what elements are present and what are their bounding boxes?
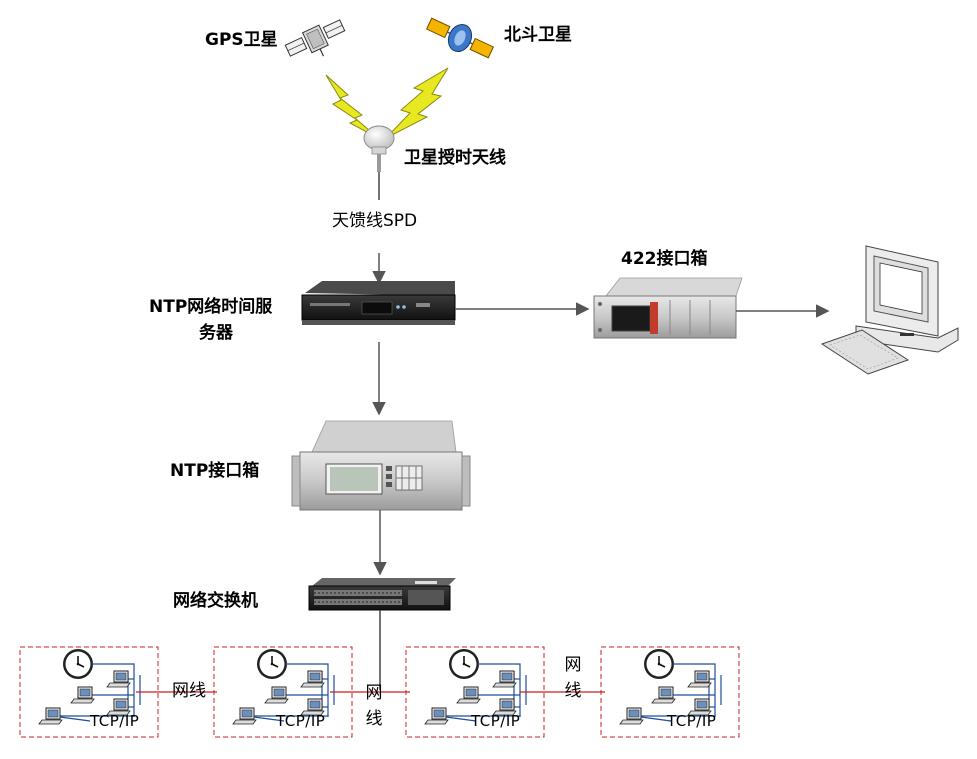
wall-clock-icon [448,648,480,680]
feeder-spd-label: 天馈线SPD [332,211,418,231]
cable-label-2-top: 网 [365,683,383,703]
box-422-device-icon [593,277,743,339]
lan-protocol-label-4: TCP/IP [667,712,717,730]
gps-satellite-label: GPS卫星 [205,30,278,50]
cable-label-2-bottom: 线 [365,709,383,729]
client-computer-icon [38,707,63,725]
client-link [640,716,672,722]
client-computer-icon [687,670,712,688]
lan-protocol-label-3: TCP/IP [471,712,521,730]
beidou-signal-bolt [385,67,449,139]
client-computer-icon [424,707,449,725]
ntp-server-label-line1: NTP网络时间服 [149,297,273,317]
lan-group-border [19,646,159,738]
antenna-label: 卫星授时天线 [404,148,506,168]
box-422-label: 422接口箱 [621,249,708,269]
client-computer-icon [264,686,289,704]
client-link [445,716,477,722]
cable-label-2: 网 线 [364,680,384,732]
wall-clock-icon [256,648,288,680]
cable-label-3-top: 网 [564,655,582,675]
beidou-satellite-label: 北斗卫星 [504,25,572,45]
switch-label: 网络交换机 [173,591,258,611]
desktop-computer-icon [820,245,959,375]
ntp-box-label: NTP接口箱 [170,461,260,481]
client-computer-icon [619,707,644,725]
client-computer-icon [456,686,481,704]
beidou-satellite-icon [425,17,495,59]
ntp-server-label-line2: 务器 [199,323,233,343]
wall-clock-icon [62,648,94,680]
client-computer-icon [651,686,676,704]
cable-label-3: 网 线 [563,652,583,704]
client-computer-icon [300,670,325,688]
network-switch-icon [308,578,456,611]
client-link [253,716,285,722]
client-computer-icon [232,707,257,725]
cable-label-3-bottom: 线 [564,681,582,701]
lan-protocol-label-2: TCP/IP [276,712,326,730]
wall-clock-icon [643,648,675,680]
gps-satellite-icon [284,19,346,57]
ntp-box-device-icon [291,420,471,511]
client-computer-icon [70,686,95,704]
client-link [59,716,91,722]
lan-group [19,646,159,738]
cable-label-1: 网线 [172,681,206,701]
lan-protocol-label-1: TCP/IP [90,712,140,730]
ntp-server-device-icon [301,281,456,325]
client-computer-icon [106,670,131,688]
client-computer-icon [492,670,517,688]
timing-antenna-icon [363,125,395,172]
